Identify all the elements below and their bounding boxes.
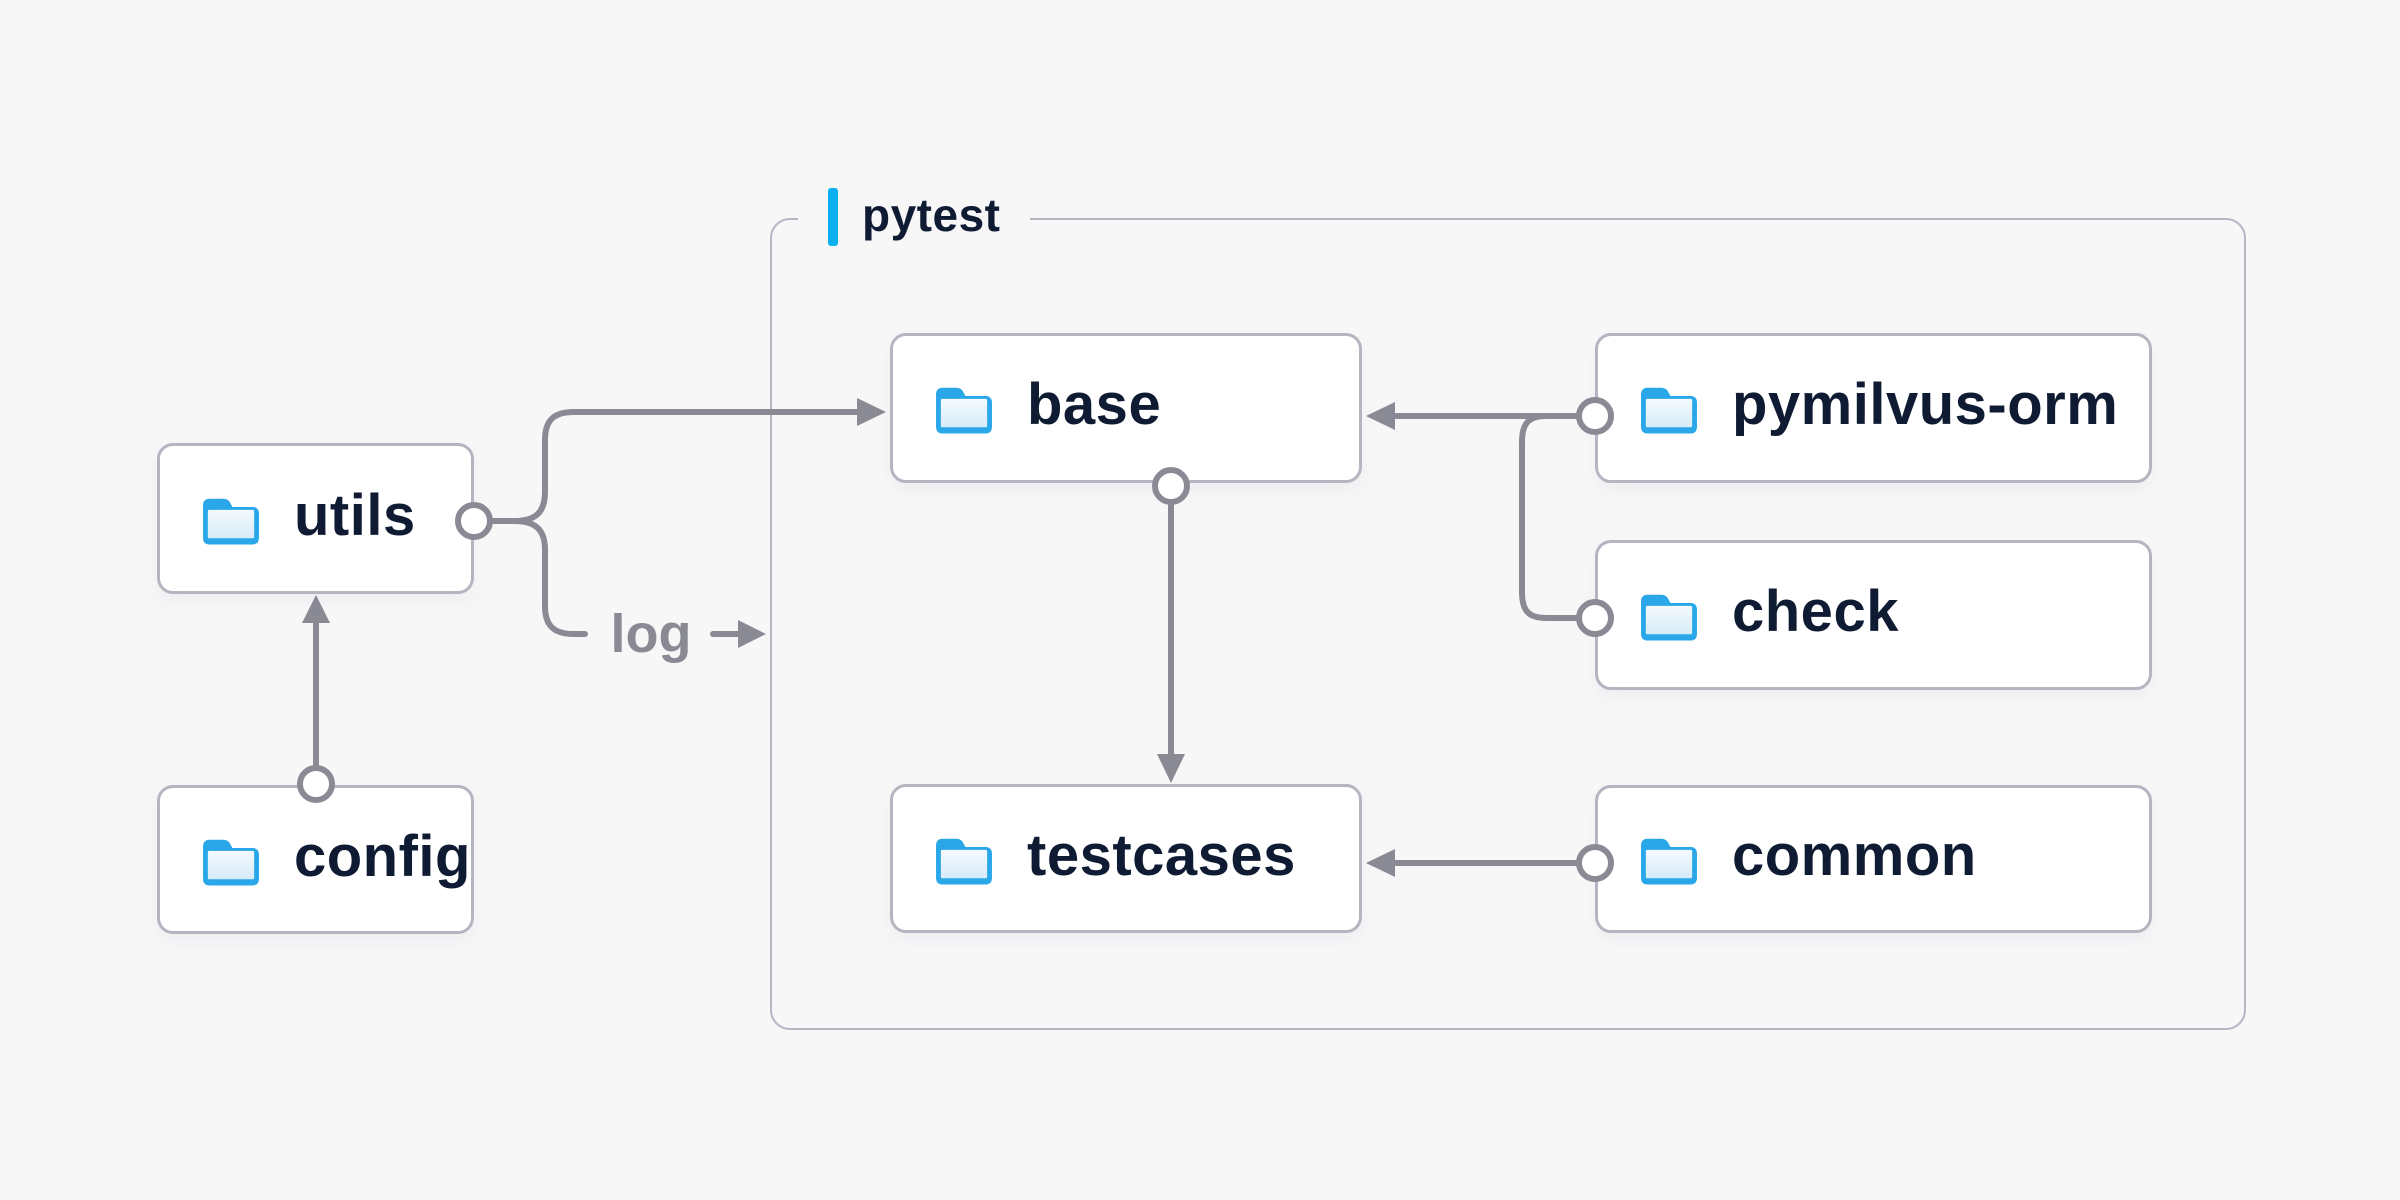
node-utils-label: utils: [294, 482, 416, 548]
node-testcases-label: testcases: [1027, 822, 1296, 888]
edge-label-log: log: [610, 604, 692, 664]
accent-bar: [828, 188, 838, 246]
node-common: common: [1595, 785, 2152, 933]
edge-utils-log: [511, 518, 588, 637]
folder-icon: [201, 837, 261, 887]
folder-icon: [1639, 386, 1699, 435]
node-config-label: config: [294, 823, 471, 889]
node-check-label: check: [1732, 579, 1899, 644]
node-utils: utils: [157, 443, 474, 594]
folder-icon: [1639, 593, 1699, 642]
node-base: base: [890, 333, 1362, 483]
folder-icon: [1639, 837, 1699, 886]
arrowhead-log: [738, 620, 766, 648]
node-pymilvus-orm-label: pymilvus-orm: [1732, 372, 2119, 437]
node-pymilvus-orm: pymilvus-orm: [1595, 333, 2152, 483]
node-common-label: common: [1732, 823, 1977, 888]
node-check: check: [1595, 540, 2152, 690]
folder-icon: [934, 836, 994, 886]
pytest-group-box: [770, 218, 2246, 1030]
group-title: pytest: [862, 189, 1001, 241]
arrowhead-into-utils: [302, 595, 330, 623]
node-testcases: testcases: [890, 784, 1362, 933]
node-config: config: [157, 785, 474, 934]
folder-icon: [934, 386, 994, 435]
pytest-group-label: pytest: [798, 186, 1031, 248]
folder-icon: [201, 496, 261, 546]
node-base-label: base: [1027, 372, 1162, 437]
